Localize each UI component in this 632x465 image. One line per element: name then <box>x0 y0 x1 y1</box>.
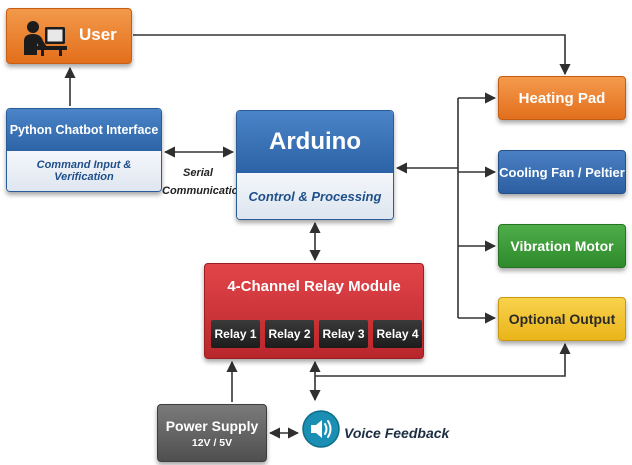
serial-label-line1: Serial <box>183 167 213 179</box>
voice-feedback-label: Voice Feedback <box>344 425 450 441</box>
chatbot-subtitle: Command Input & Verification <box>7 151 161 191</box>
power-supply-title: Power Supply <box>165 417 259 434</box>
user-node: User <box>6 8 132 64</box>
serial-label-line2: Communication <box>162 185 246 197</box>
relay-channel-2: Relay 2 <box>265 320 314 348</box>
arduino-title: Arduino <box>237 111 393 173</box>
speaker-icon <box>302 410 340 448</box>
relay-module-title: 4-Channel Relay Module <box>227 277 401 295</box>
serial-communication-label: Serial Communication <box>162 164 246 200</box>
relay-module-node: 4-Channel Relay Module Relay 1 Relay 2 R… <box>204 263 424 359</box>
user-at-laptop-icon <box>24 21 67 56</box>
chatbot-node: Python Chatbot Interface Command Input &… <box>6 108 162 192</box>
arduino-subtitle: Control & Processing <box>237 173 393 219</box>
relay-channel-3: Relay 3 <box>319 320 368 348</box>
relay-channel-4: Relay 4 <box>373 320 422 348</box>
vibration-motor-node: Vibration Motor <box>498 224 626 268</box>
user-label: User <box>79 25 117 44</box>
chatbot-title: Python Chatbot Interface <box>7 109 161 151</box>
relay-channel-1: Relay 1 <box>211 320 260 348</box>
optional-output-node: Optional Output <box>498 297 626 341</box>
arrow-user-to-heating <box>133 34 571 76</box>
power-supply-voltage: 12V / 5V <box>191 436 233 449</box>
arduino-node: Arduino Control & Processing <box>236 110 394 220</box>
cooling-fan-node: Cooling Fan / Peltier <box>498 150 626 194</box>
heating-pad-node: Heating Pad <box>498 76 626 120</box>
power-supply-node: Power Supply 12V / 5V <box>157 404 267 462</box>
arrow-relay-to-optional <box>315 342 571 377</box>
